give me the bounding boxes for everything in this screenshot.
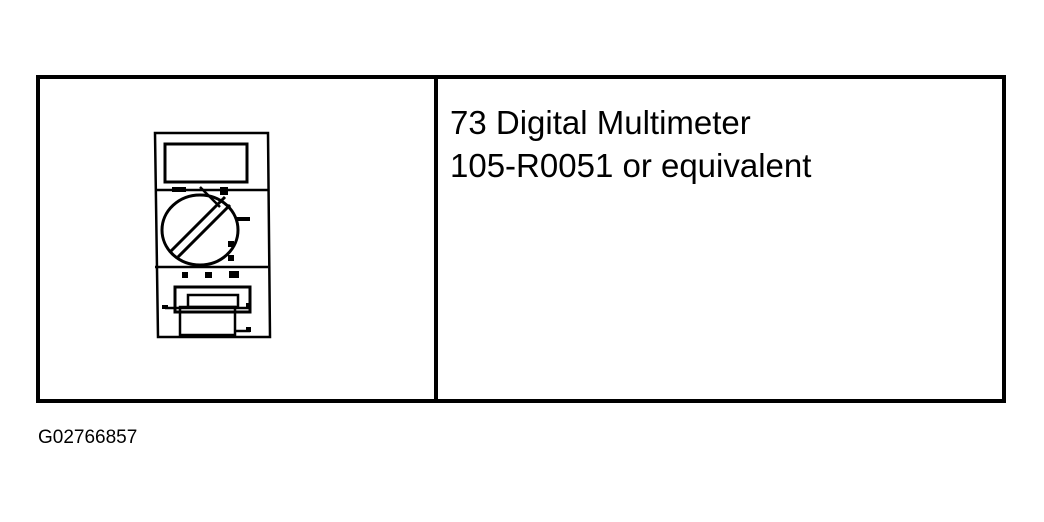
tool-part-number: 105-R0051 or equivalent <box>450 147 812 184</box>
tool-name: 73 Digital Multimeter 105-R0051 or equiv… <box>450 101 811 187</box>
digital-multimeter-icon <box>153 131 272 339</box>
tool-title: 73 Digital Multimeter <box>450 104 751 141</box>
tool-illustration-cell <box>40 79 438 399</box>
figure-id: G02766857 <box>38 427 138 448</box>
tool-description-cell: 73 Digital Multimeter 105-R0051 or equiv… <box>438 79 1002 399</box>
tool-table: 73 Digital Multimeter 105-R0051 or equiv… <box>36 75 1006 403</box>
